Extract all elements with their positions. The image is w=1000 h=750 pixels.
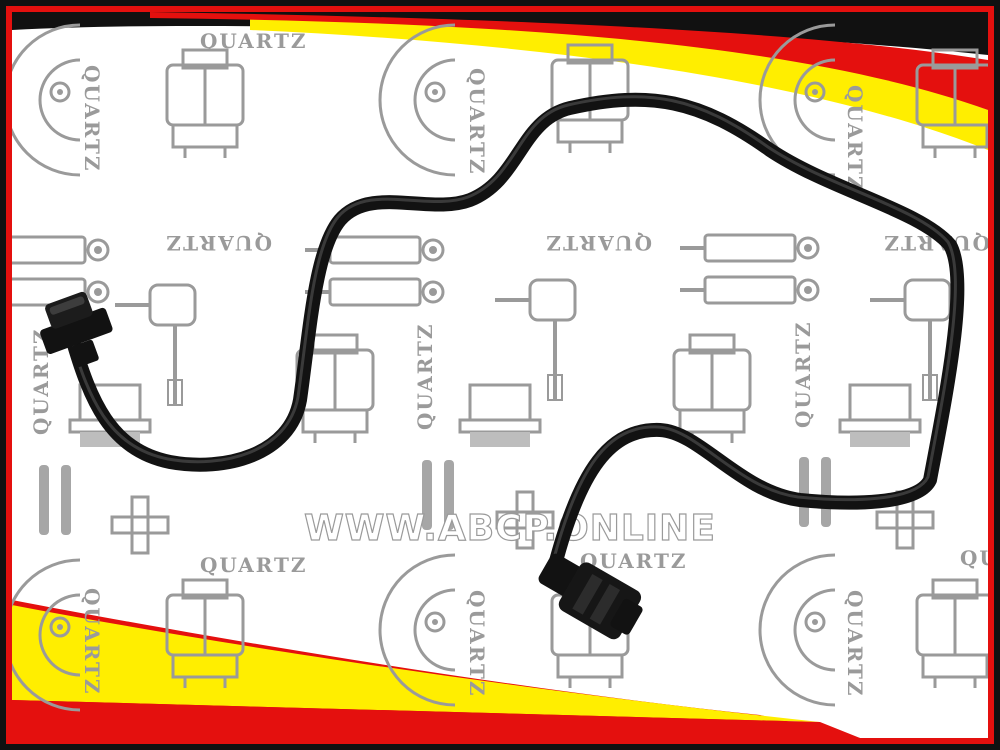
- site-watermark: WWW.ABCP.ONLINE: [304, 508, 716, 549]
- brand-watermark: QUARTZ: [80, 588, 104, 696]
- background-pattern: QUARTZ QUARTZ QUARTZ QUARTZ QUARTZ QUART…: [12, 12, 1000, 738]
- brand-watermark: QUARTZ: [465, 590, 489, 698]
- quick-connector-left: [40, 291, 113, 368]
- brand-watermark: QUARTZ: [465, 68, 489, 176]
- yellow-swoosh-top: [250, 18, 988, 150]
- brand-watermark: QUARTZ: [200, 553, 308, 577]
- quick-connector-icon: [40, 307, 113, 354]
- brand-watermark: QUARTZ: [960, 546, 1000, 570]
- quick-connector-right: [538, 553, 643, 640]
- brand-watermark: QUARTZ: [80, 65, 104, 173]
- yellow-swoosh-bottom: [12, 605, 820, 722]
- fuel-hose: [65, 92, 965, 572]
- brand-watermark: QUARTZ: [843, 85, 867, 193]
- fuel-hose-icon: [65, 92, 965, 572]
- brand-watermark: QUARTZ: [843, 590, 867, 698]
- brand-watermark: QUARTZ: [544, 231, 652, 255]
- brand-watermark: QUARTZ: [164, 231, 272, 255]
- brand-watermark: QUARTZ: [200, 29, 308, 53]
- brand-watermark: QUARTZ: [413, 322, 437, 430]
- brand-watermark: QUARTZ: [791, 320, 815, 428]
- red-swoosh-top: [150, 12, 988, 110]
